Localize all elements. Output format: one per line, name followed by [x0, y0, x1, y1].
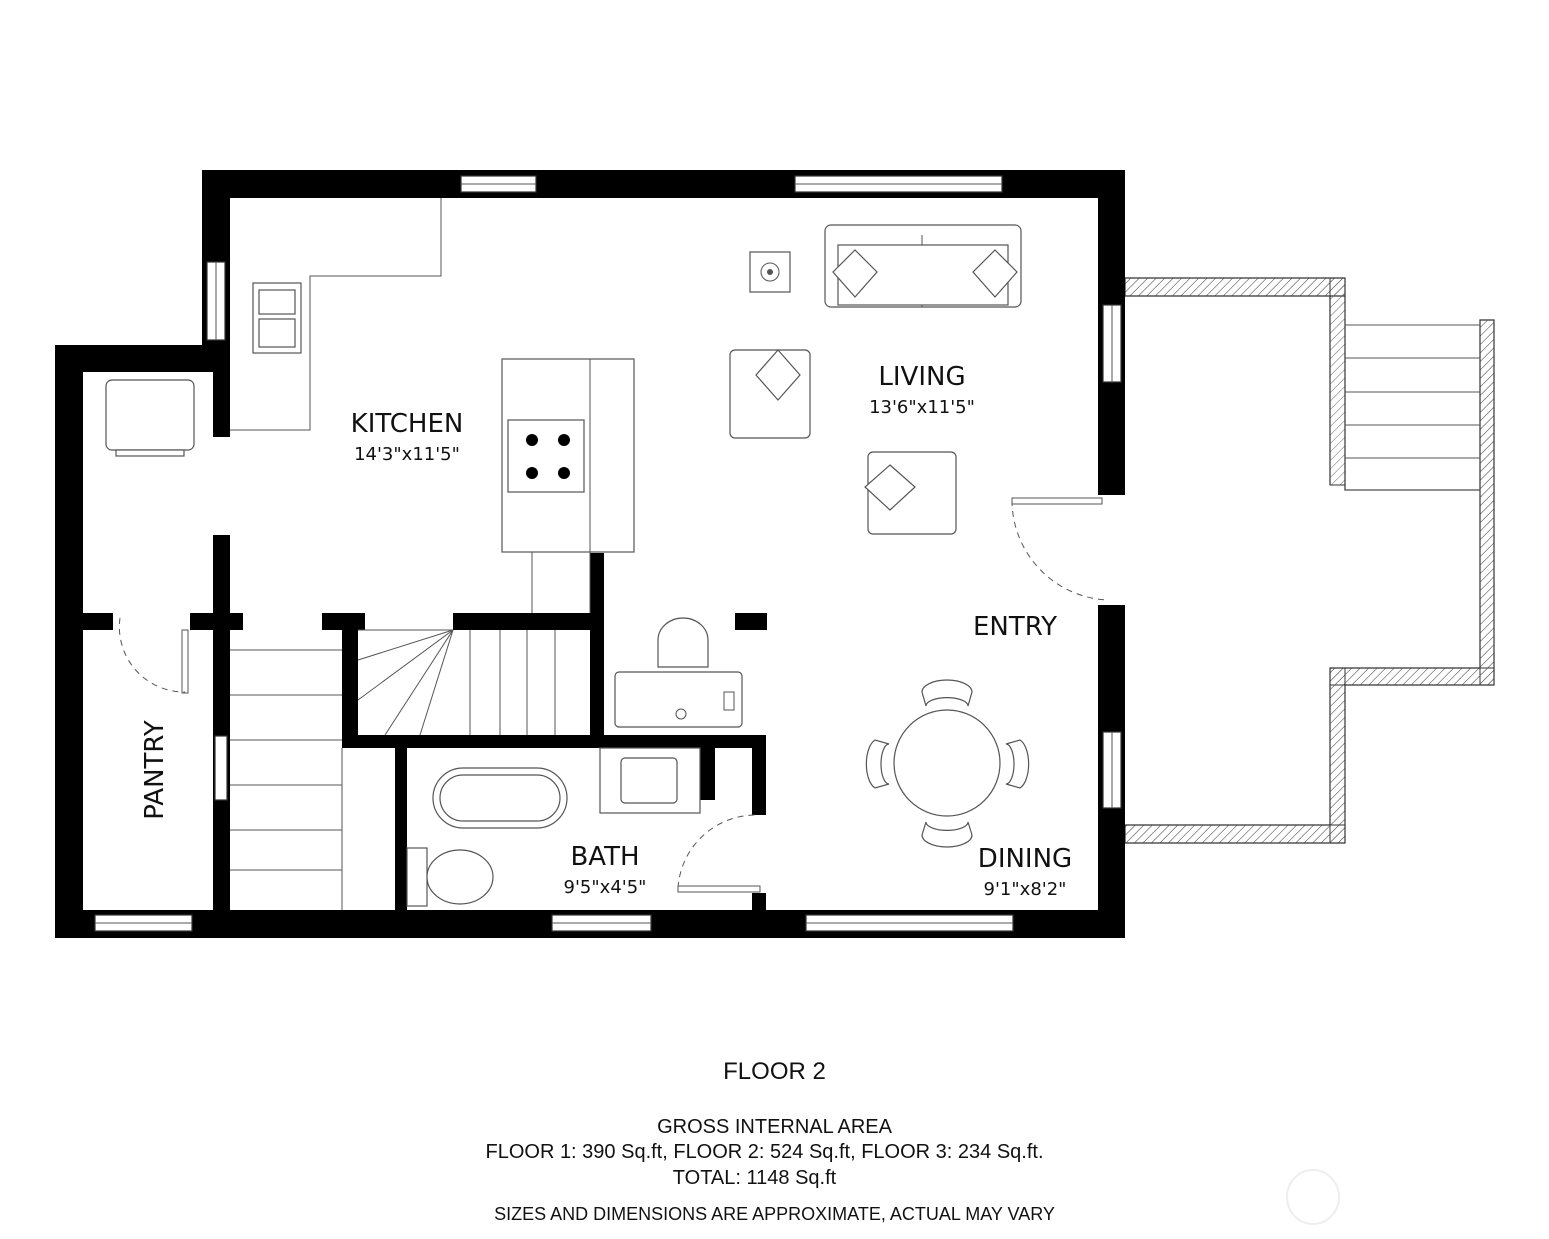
room-labels: KITCHEN 14'3"x11'5" LIVING 13'6"x11'5" E… — [140, 362, 1072, 900]
bath-fixtures — [406, 747, 701, 907]
pantry-label: PANTRY — [140, 720, 170, 820]
deck — [1124, 277, 1495, 844]
kitchen-label: KITCHEN — [351, 409, 464, 439]
entry-label: ENTRY — [973, 612, 1057, 642]
desk — [614, 617, 743, 728]
dining-label: DINING — [978, 844, 1072, 874]
lamp-icon — [749, 251, 791, 293]
disclaimer: SIZES AND DIMENSIONS ARE APPROXIMATE, AC… — [494, 1204, 1055, 1224]
bath-label: BATH — [570, 842, 639, 872]
deck-stairs — [1345, 324, 1480, 491]
living-label: LIVING — [878, 362, 965, 392]
appliance-icon — [105, 379, 195, 451]
living-size: 13'6"x11'5" — [869, 397, 975, 418]
kitchen-fixtures — [105, 198, 635, 613]
living-furniture — [729, 224, 1022, 535]
windows — [94, 175, 1122, 932]
watermark-icon — [1286, 1169, 1340, 1225]
kitchen-size: 14'3"x11'5" — [354, 444, 460, 465]
area-heading: GROSS INTERNAL AREA — [657, 1116, 892, 1138]
toilet-icon — [426, 849, 494, 905]
dining-size: 9'1"x8'2" — [984, 879, 1067, 900]
doors — [118, 497, 1109, 893]
dining-table — [865, 679, 1030, 848]
area-breakdown: FLOOR 1: 390 Sq.ft, FLOOR 2: 524 Sq.ft, … — [485, 1141, 1044, 1163]
area-total: TOTAL: 1148 Sq.ft — [672, 1167, 837, 1189]
walls — [55, 170, 1125, 938]
stove-icon — [507, 419, 585, 493]
staircase — [230, 629, 556, 910]
floor-title: FLOOR 2 — [723, 1058, 826, 1085]
bath-size: 9'5"x4'5" — [564, 877, 647, 898]
